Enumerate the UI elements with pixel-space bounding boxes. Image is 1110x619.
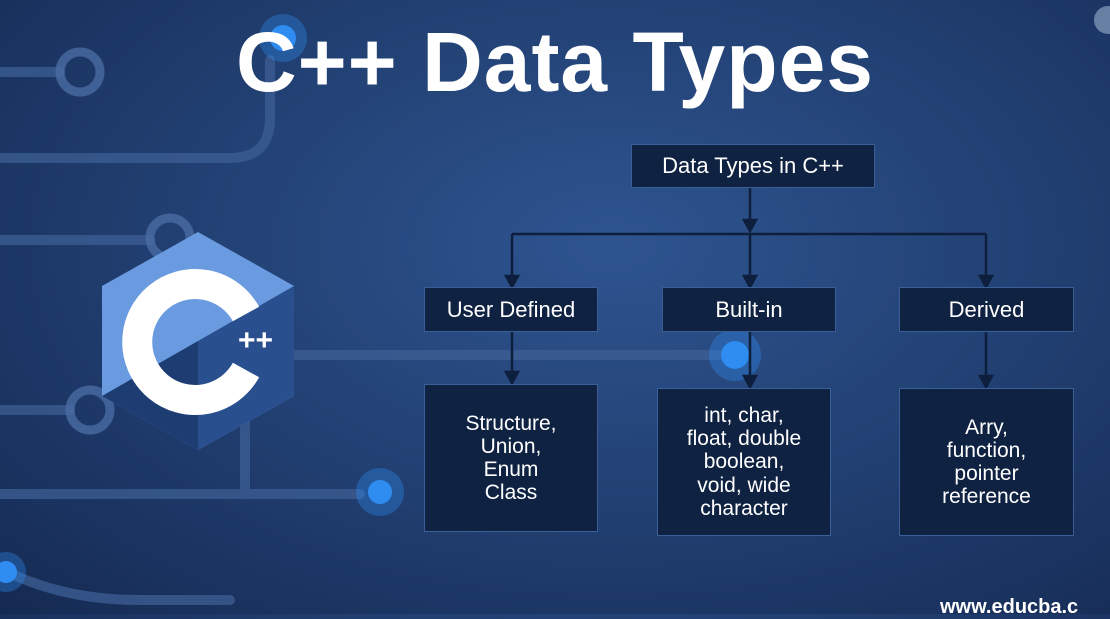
category-user-defined: User Defined: [424, 287, 598, 332]
category-derived: Derived: [899, 287, 1074, 332]
arrowhead: [503, 274, 521, 290]
circuit-trace: [0, 55, 275, 163]
leaf-item: Enum: [483, 458, 539, 481]
leaf-item: pointer: [954, 462, 1019, 485]
leaf-item: function,: [946, 438, 1027, 462]
leaf-item: character: [700, 496, 788, 520]
circuit-node: [65, 385, 115, 435]
glow-dot: [270, 25, 296, 51]
glow-dot: [721, 341, 749, 369]
category-built-in: Built-in: [662, 287, 836, 332]
arrowhead: [977, 374, 995, 390]
leaf-item: Union,: [480, 434, 542, 458]
leaf-item: void, wide: [697, 473, 791, 497]
circuit-node: [55, 47, 105, 97]
leaf-derived: Arry, function, pointer reference: [899, 388, 1074, 536]
svg-text:++: ++: [238, 324, 273, 357]
arrowhead: [741, 374, 759, 390]
leaf-item: float, double: [686, 427, 802, 451]
leaf-user-defined: Structure, Union, Enum Class: [424, 384, 598, 532]
leaf-item: int, char,: [704, 404, 784, 428]
leaf-item: Structure,: [465, 411, 557, 435]
root-node: Data Types in C++: [631, 144, 875, 188]
watermark-text: www.educba.c: [940, 596, 1079, 618]
leaf-item: boolean,: [703, 450, 785, 474]
leaf-item: reference: [942, 485, 1031, 509]
arrowhead: [977, 274, 995, 290]
page-title: C++ Data Types: [235, 15, 875, 109]
circuit-trace: [0, 563, 235, 605]
cpp-logo-icon: ++: [102, 232, 294, 450]
leaf-built-in: int, char, float, double boolean, void, …: [657, 388, 831, 536]
arrowhead: [741, 274, 759, 290]
glow-dot: [0, 561, 17, 583]
leaf-item: Arry,: [965, 415, 1008, 439]
arrowhead: [741, 218, 759, 234]
leaf-item: Class: [484, 481, 538, 505]
glow-dot: [1094, 6, 1110, 34]
glow-dot: [368, 480, 392, 504]
arrowhead: [503, 370, 521, 386]
